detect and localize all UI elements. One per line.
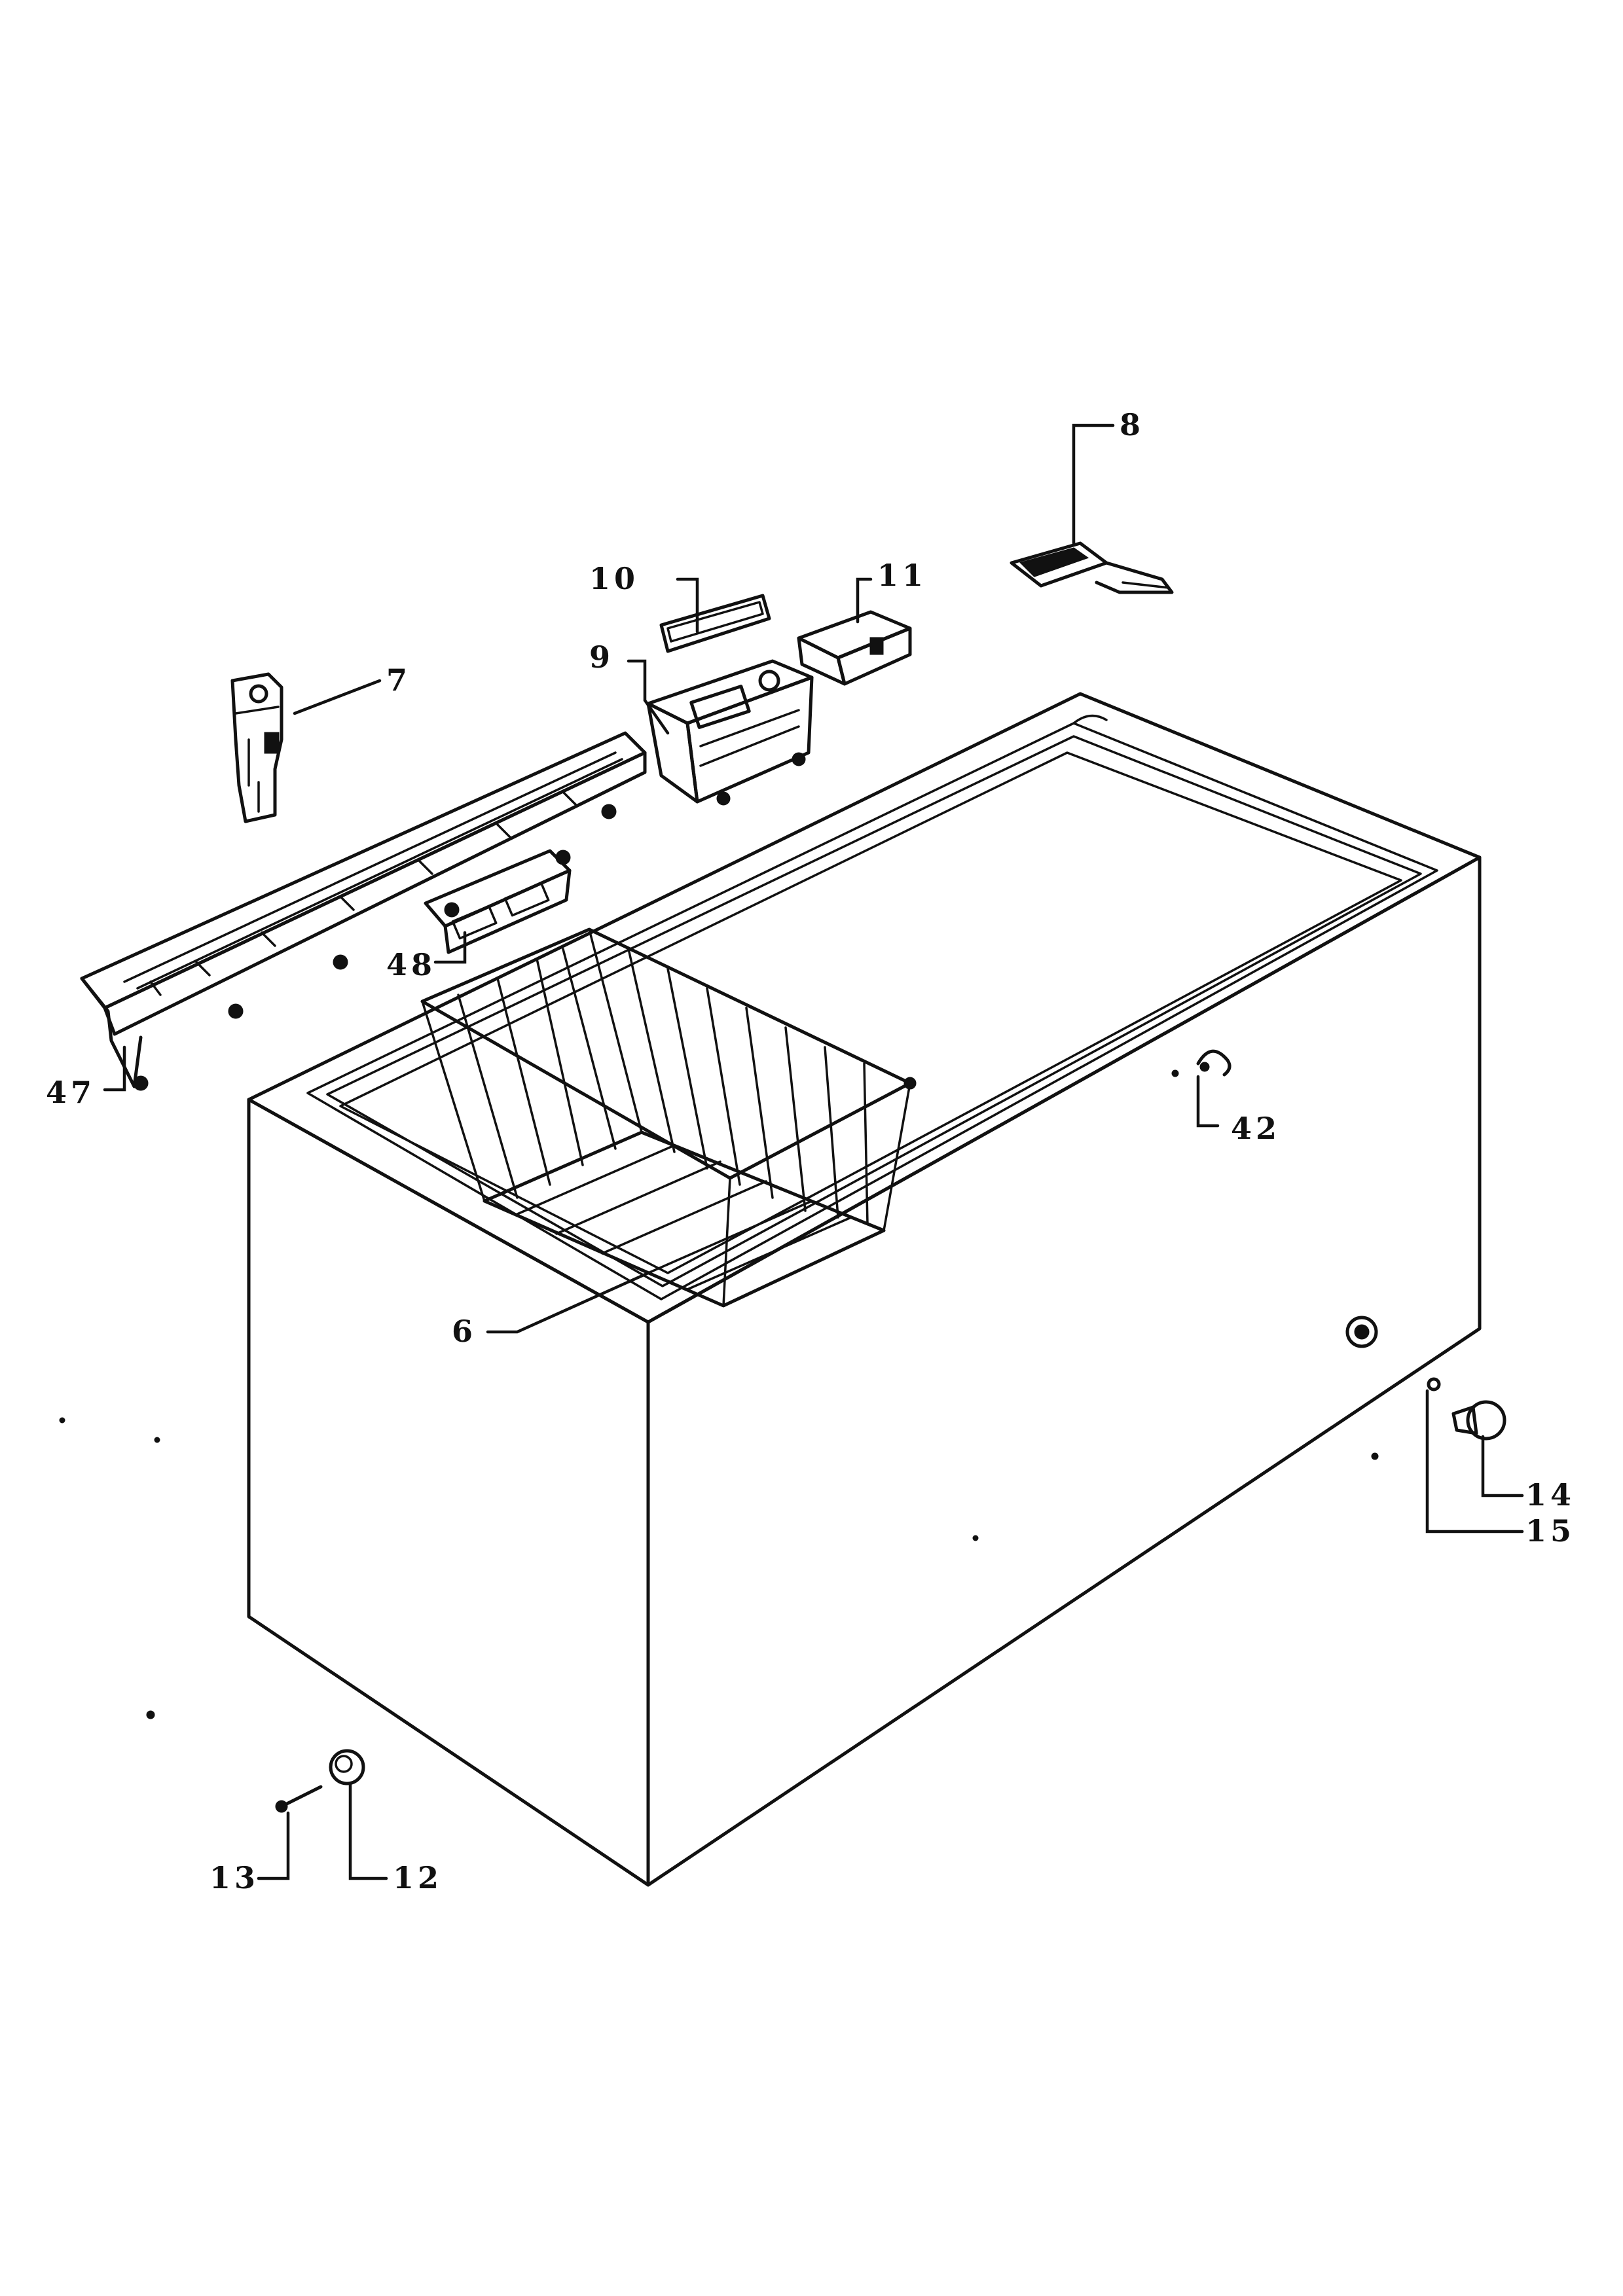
label-9: 9	[589, 639, 614, 675]
part-labels: 8 10 11 9 7 48 47 42 6 14 15 13 12	[46, 407, 1575, 1895]
thermostat-knob	[1427, 1377, 1506, 1441]
label-12: 12	[393, 1860, 443, 1895]
label-42: 42	[1231, 1111, 1281, 1146]
wire-basket	[420, 927, 917, 1308]
cover-part-11	[797, 610, 912, 686]
label-6: 6	[452, 1314, 477, 1349]
label-7: 7	[386, 662, 411, 698]
clip-part-48	[424, 849, 572, 954]
label-13: 13	[210, 1860, 259, 1895]
label-48: 48	[386, 947, 436, 982]
label-15: 15	[1525, 1513, 1575, 1549]
hinge-part-7	[230, 672, 283, 823]
label-11: 11	[877, 558, 927, 593]
control-box	[646, 659, 814, 806]
label-8: 8	[1120, 407, 1144, 442]
label-14: 14	[1525, 1477, 1575, 1513]
foot-part	[275, 1749, 365, 1813]
label-47: 47	[46, 1075, 96, 1110]
key-part-8	[1010, 541, 1174, 594]
hinge-42-part	[1196, 1049, 1231, 1077]
leader-lines	[103, 423, 1524, 1880]
label-10: 10	[589, 561, 639, 596]
cover-part-10	[659, 594, 771, 653]
freezer-cabinet	[247, 692, 1482, 1887]
lid-trim-strip	[80, 731, 647, 1091]
print-specks	[59, 1069, 1379, 1719]
